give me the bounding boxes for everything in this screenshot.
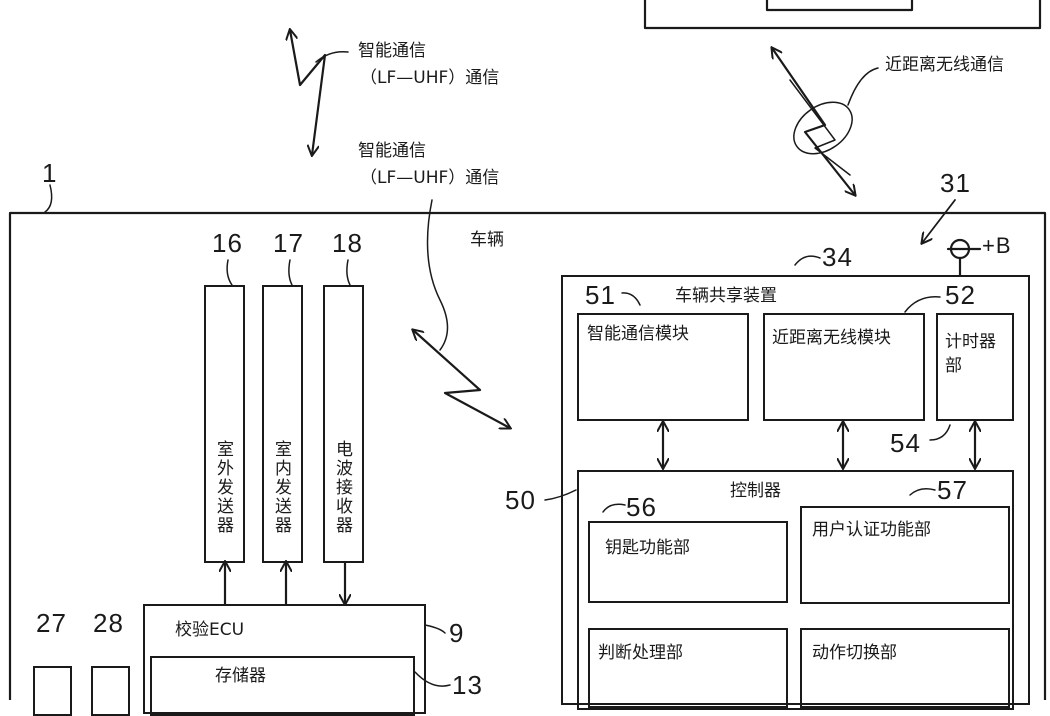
key-function-label: 钥匙功能部 xyxy=(605,538,690,558)
smart-comm-label-top: 智能通信 xyxy=(358,41,426,61)
vehicle-label: 车辆 xyxy=(470,230,504,250)
lightning-top xyxy=(290,30,327,155)
short-range-module-box xyxy=(763,313,925,421)
check-ecu-label: 校验ECU xyxy=(175,620,245,640)
leader-1 xyxy=(44,184,53,213)
judgment-box xyxy=(588,628,788,708)
ref-54: 54 xyxy=(890,428,921,458)
ref-9: 9 xyxy=(449,618,465,648)
radio-receiver-label: 电波接收器 xyxy=(332,440,352,535)
leader-smart-top xyxy=(315,50,349,63)
memory-box xyxy=(150,656,415,716)
ref-50: 50 xyxy=(505,485,536,515)
mobile-device-outline xyxy=(643,0,1042,30)
ref-1: 1 xyxy=(42,158,58,188)
short-range-ring xyxy=(793,101,853,155)
leader-smart-mid xyxy=(426,199,449,351)
ref-34: 34 xyxy=(822,242,853,272)
lightning-mid xyxy=(413,330,510,428)
ref-27: 27 xyxy=(36,608,67,638)
smart-comm-module-box xyxy=(577,313,749,421)
smart-comm-label-mid: 智能通信 xyxy=(358,141,426,161)
leader-short-range xyxy=(847,67,879,106)
vehicle-outline xyxy=(8,211,1047,700)
ref-51: 51 xyxy=(585,280,616,310)
diagram-lines xyxy=(8,0,1047,700)
short-range-zigzag xyxy=(772,48,855,195)
short-range-zigzag-2 xyxy=(789,79,851,176)
outdoor-transmitter-label: 室外发送器 xyxy=(213,440,233,535)
action-switch-box xyxy=(800,628,1010,708)
timer-unit-box xyxy=(936,313,1014,421)
vehicle-sharing-device-label: 车辆共享装置 xyxy=(675,286,777,306)
ref-57: 57 xyxy=(937,475,968,505)
ref-56: 56 xyxy=(626,492,657,522)
lf-uhf-label-top: （LF—UHF）通信 xyxy=(360,68,500,88)
timer-unit-label: 计时器部 xyxy=(945,332,996,376)
judgment-label: 判断处理部 xyxy=(598,643,683,663)
short-range-comm-label: 近距离无线通信 xyxy=(885,55,1004,75)
ref-18: 18 xyxy=(332,228,363,258)
short-range-module-label: 近距离无线模块 xyxy=(772,328,891,348)
ref-16: 16 xyxy=(212,228,243,258)
ref-28: 28 xyxy=(93,608,124,638)
box-28 xyxy=(91,666,130,716)
outdoor-transmitter-box xyxy=(204,285,245,563)
mobile-device-inner xyxy=(765,0,914,12)
lf-uhf-label-mid: （LF—UHF）通信 xyxy=(360,168,500,188)
patent-diagram: 智能通信 （LF—UHF）通信 智能通信 （LF—UHF）通信 近距离无线通信 … xyxy=(8,0,1047,716)
ref-13: 13 xyxy=(452,670,483,700)
plus-b-label: +B xyxy=(982,233,1012,258)
ref-31: 31 xyxy=(940,168,971,198)
user-auth-box xyxy=(800,506,1010,604)
radio-receiver-box xyxy=(323,285,364,563)
box-27 xyxy=(33,666,72,716)
action-switch-label: 动作切换部 xyxy=(812,643,897,663)
ref-17: 17 xyxy=(273,228,304,258)
key-function-box xyxy=(588,521,788,603)
controller-label: 控制器 xyxy=(730,481,781,501)
indoor-transmitter-label: 室内发送器 xyxy=(271,440,291,535)
ref-52: 52 xyxy=(945,280,976,310)
indoor-transmitter-box xyxy=(262,285,303,563)
arrow-31 xyxy=(922,199,956,243)
user-auth-label: 用户认证功能部 xyxy=(812,520,931,540)
smart-comm-module-label: 智能通信模块 xyxy=(587,324,689,344)
memory-label: 存储器 xyxy=(215,666,266,686)
